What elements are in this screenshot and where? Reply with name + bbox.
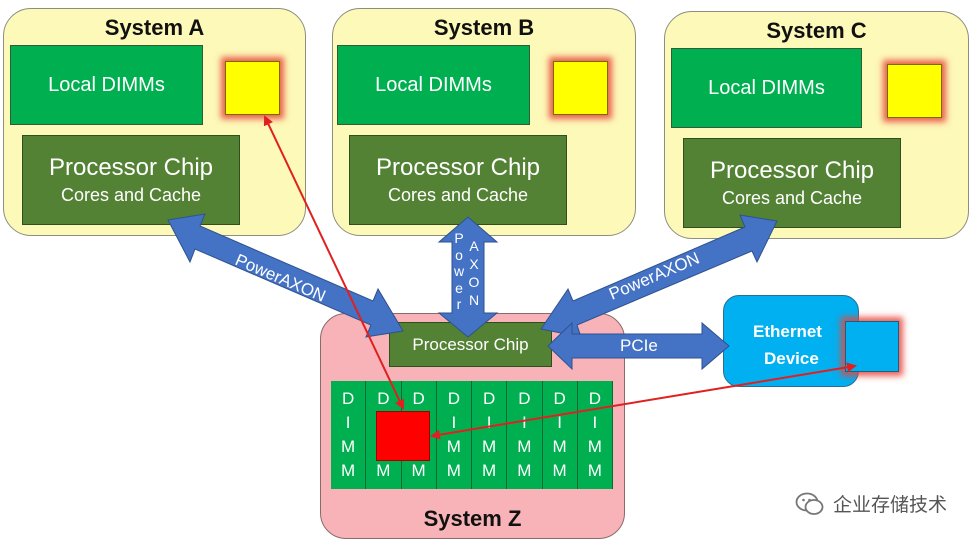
vertical-letter: O xyxy=(468,274,480,290)
dimm-letter: I xyxy=(345,413,351,432)
dimm-letter: M xyxy=(587,461,602,480)
dimm-letter: M xyxy=(341,437,356,456)
dimm-letter: M xyxy=(482,437,497,456)
ethernet-device: Ethernet Device xyxy=(723,295,859,387)
dimm-letter: M xyxy=(517,461,532,480)
dimm-letter: M xyxy=(482,461,497,480)
dimm-letter: M xyxy=(376,461,391,480)
poweraxon-right-label: PowerAXON xyxy=(606,249,702,304)
dimm-letter: M xyxy=(341,461,356,480)
system-a-local-dimms: Local DIMMs xyxy=(10,45,203,125)
dimm-letter: D xyxy=(482,389,496,408)
dimm-letter: M xyxy=(517,437,532,456)
dimm-letter: I xyxy=(486,413,492,432)
remote-memory-block xyxy=(376,411,430,461)
system-a-processor-chip: Processor Chip Cores and Cache xyxy=(22,135,240,225)
vertical-letter: e xyxy=(455,279,463,296)
ethernet-label-line1: Ethernet xyxy=(753,322,822,341)
dimm-letter: M xyxy=(411,461,426,480)
vertical-letter: w xyxy=(453,263,465,279)
poweraxon-left-label: PowerAXON xyxy=(232,250,328,306)
dimm-row: DIMMDIMMDIMMDIMMDIMMDIMMDIMMDIMM xyxy=(331,381,613,489)
system-c-processor-chip: Processor Chip Cores and Cache xyxy=(683,138,901,228)
system-b-chip-label: Processor Chip xyxy=(375,154,541,181)
system-c-chip-label: Processor Chip xyxy=(709,157,875,184)
dimm-letter: M xyxy=(446,461,461,480)
system-a-chip-sublabel: Cores and Cache xyxy=(60,185,202,205)
system-a-title: System A xyxy=(104,15,205,40)
pcie-label: PCIe xyxy=(620,336,658,355)
dimm-letter: D xyxy=(412,389,425,408)
watermark-text: 企业存储技术 xyxy=(832,495,947,516)
dimm-letter: M xyxy=(552,461,567,480)
system-b-processor-chip: Processor Chip Cores and Cache xyxy=(349,135,567,225)
dimm-letter: D xyxy=(588,389,602,408)
system-b-local-dimms: Local DIMMs xyxy=(337,45,530,125)
vertical-letter: A xyxy=(469,238,479,254)
dimm-letter: I xyxy=(592,413,598,432)
dimm-letter: M xyxy=(446,437,461,456)
system-c-chip-sublabel: Cores and Cache xyxy=(721,188,863,208)
system-b-cache-block xyxy=(553,61,608,115)
ethernet-label-line2: Device xyxy=(764,349,819,368)
dimm-letter: D xyxy=(447,389,461,408)
dimm-letter: D xyxy=(377,389,390,408)
system-a-cache-block xyxy=(225,61,280,115)
dimm-letter: I xyxy=(451,413,457,432)
watermark: 企业存储技术 xyxy=(795,490,947,517)
dimm-letter: D xyxy=(518,389,531,408)
dimm-letter: I xyxy=(557,413,562,432)
system-c-cache-block xyxy=(887,64,942,118)
ethernet-buffer-block xyxy=(845,321,899,372)
vertical-letter: o xyxy=(455,246,463,263)
dimm-letter: M xyxy=(552,437,567,456)
system-b-chip-sublabel: Cores and Cache xyxy=(387,185,529,205)
system-z-processor-chip: Processor Chip xyxy=(389,322,552,367)
vertical-letter: X xyxy=(469,256,479,272)
dimm-letter: D xyxy=(553,389,566,408)
dimm-letter: D xyxy=(341,389,355,408)
vertical-letter: P xyxy=(454,230,464,246)
system-b-title: System B xyxy=(433,15,535,40)
wechat-icon xyxy=(795,492,824,515)
system-z-title: System Z xyxy=(423,506,522,531)
vertical-letter: N xyxy=(468,292,480,308)
dimm-letter: M xyxy=(587,437,602,456)
dimm-letter: I xyxy=(522,413,527,432)
system-c-local-dimms: Local DIMMs xyxy=(671,48,862,128)
system-c-title: System C xyxy=(766,18,867,43)
system-a-chip-label: Processor Chip xyxy=(48,154,214,181)
vertical-letter: r xyxy=(456,296,462,312)
